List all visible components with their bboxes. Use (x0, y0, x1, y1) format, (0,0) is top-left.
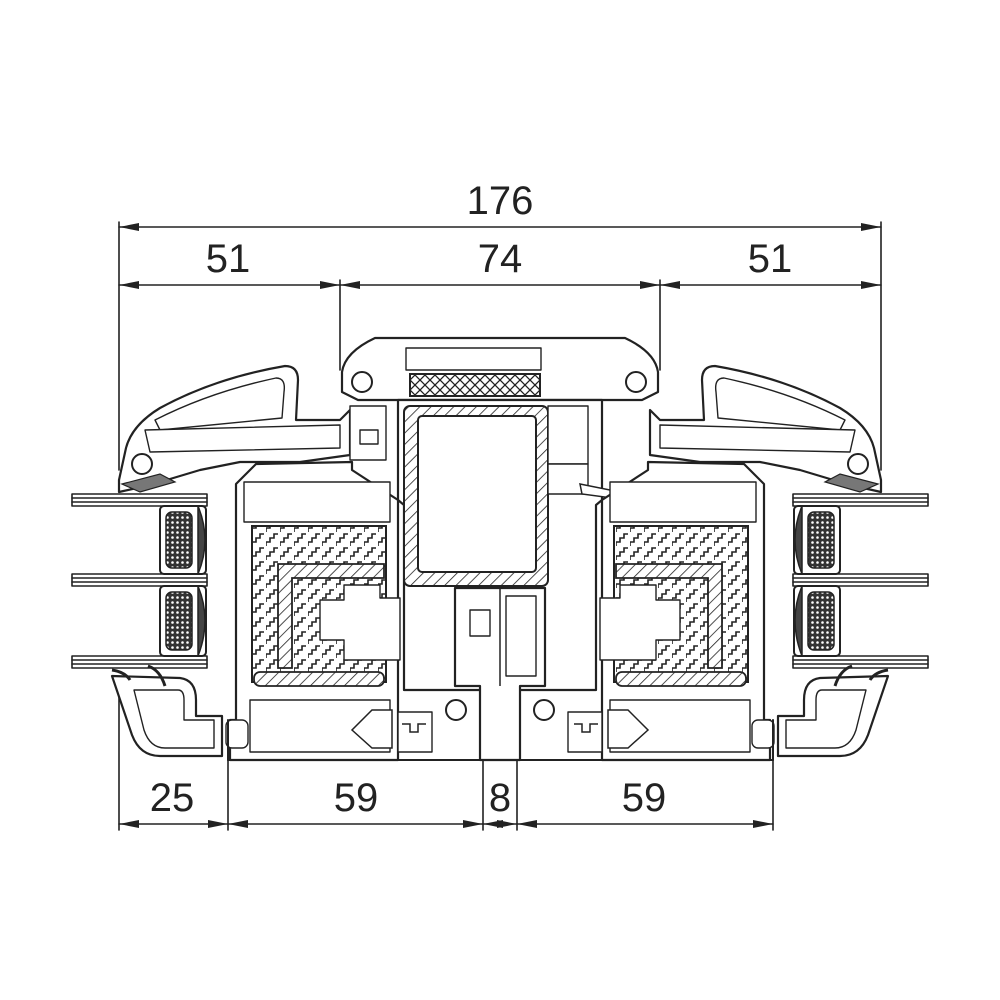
glazing-bead-top-left (117, 364, 352, 494)
dim-left-top-label: 51 (206, 237, 251, 281)
glazing-left (71, 493, 208, 669)
dim-center-top-label: 74 (478, 237, 523, 281)
glazing-spacer-right (793, 505, 841, 657)
dim-overall-label: 176 (467, 179, 534, 223)
sash-left (228, 460, 467, 762)
glazing-right (792, 493, 929, 669)
dimension-labels: 176 51 74 51 25 59 8 59 (150, 179, 793, 820)
sash-right (533, 460, 772, 762)
dim-bottom-sash-left-label: 59 (334, 776, 379, 820)
dimension-lines (118, 221, 882, 831)
glazing-bead-bottom-left (110, 664, 249, 758)
dim-bottom-gap-label: 8 (489, 776, 511, 820)
mullion-core (349, 398, 613, 692)
mullion-cap (340, 336, 660, 402)
glazing-spacer-left (159, 505, 207, 657)
dim-right-top-label: 51 (748, 237, 793, 281)
frame-base (227, 719, 774, 761)
dim-bottom-left-label: 25 (150, 776, 195, 820)
glazing-bead-top-right (648, 364, 883, 494)
dim-bottom-sash-right-label: 59 (622, 776, 667, 820)
glazing-bead-bottom-right (751, 664, 890, 758)
mullion-coupler (453, 586, 547, 762)
